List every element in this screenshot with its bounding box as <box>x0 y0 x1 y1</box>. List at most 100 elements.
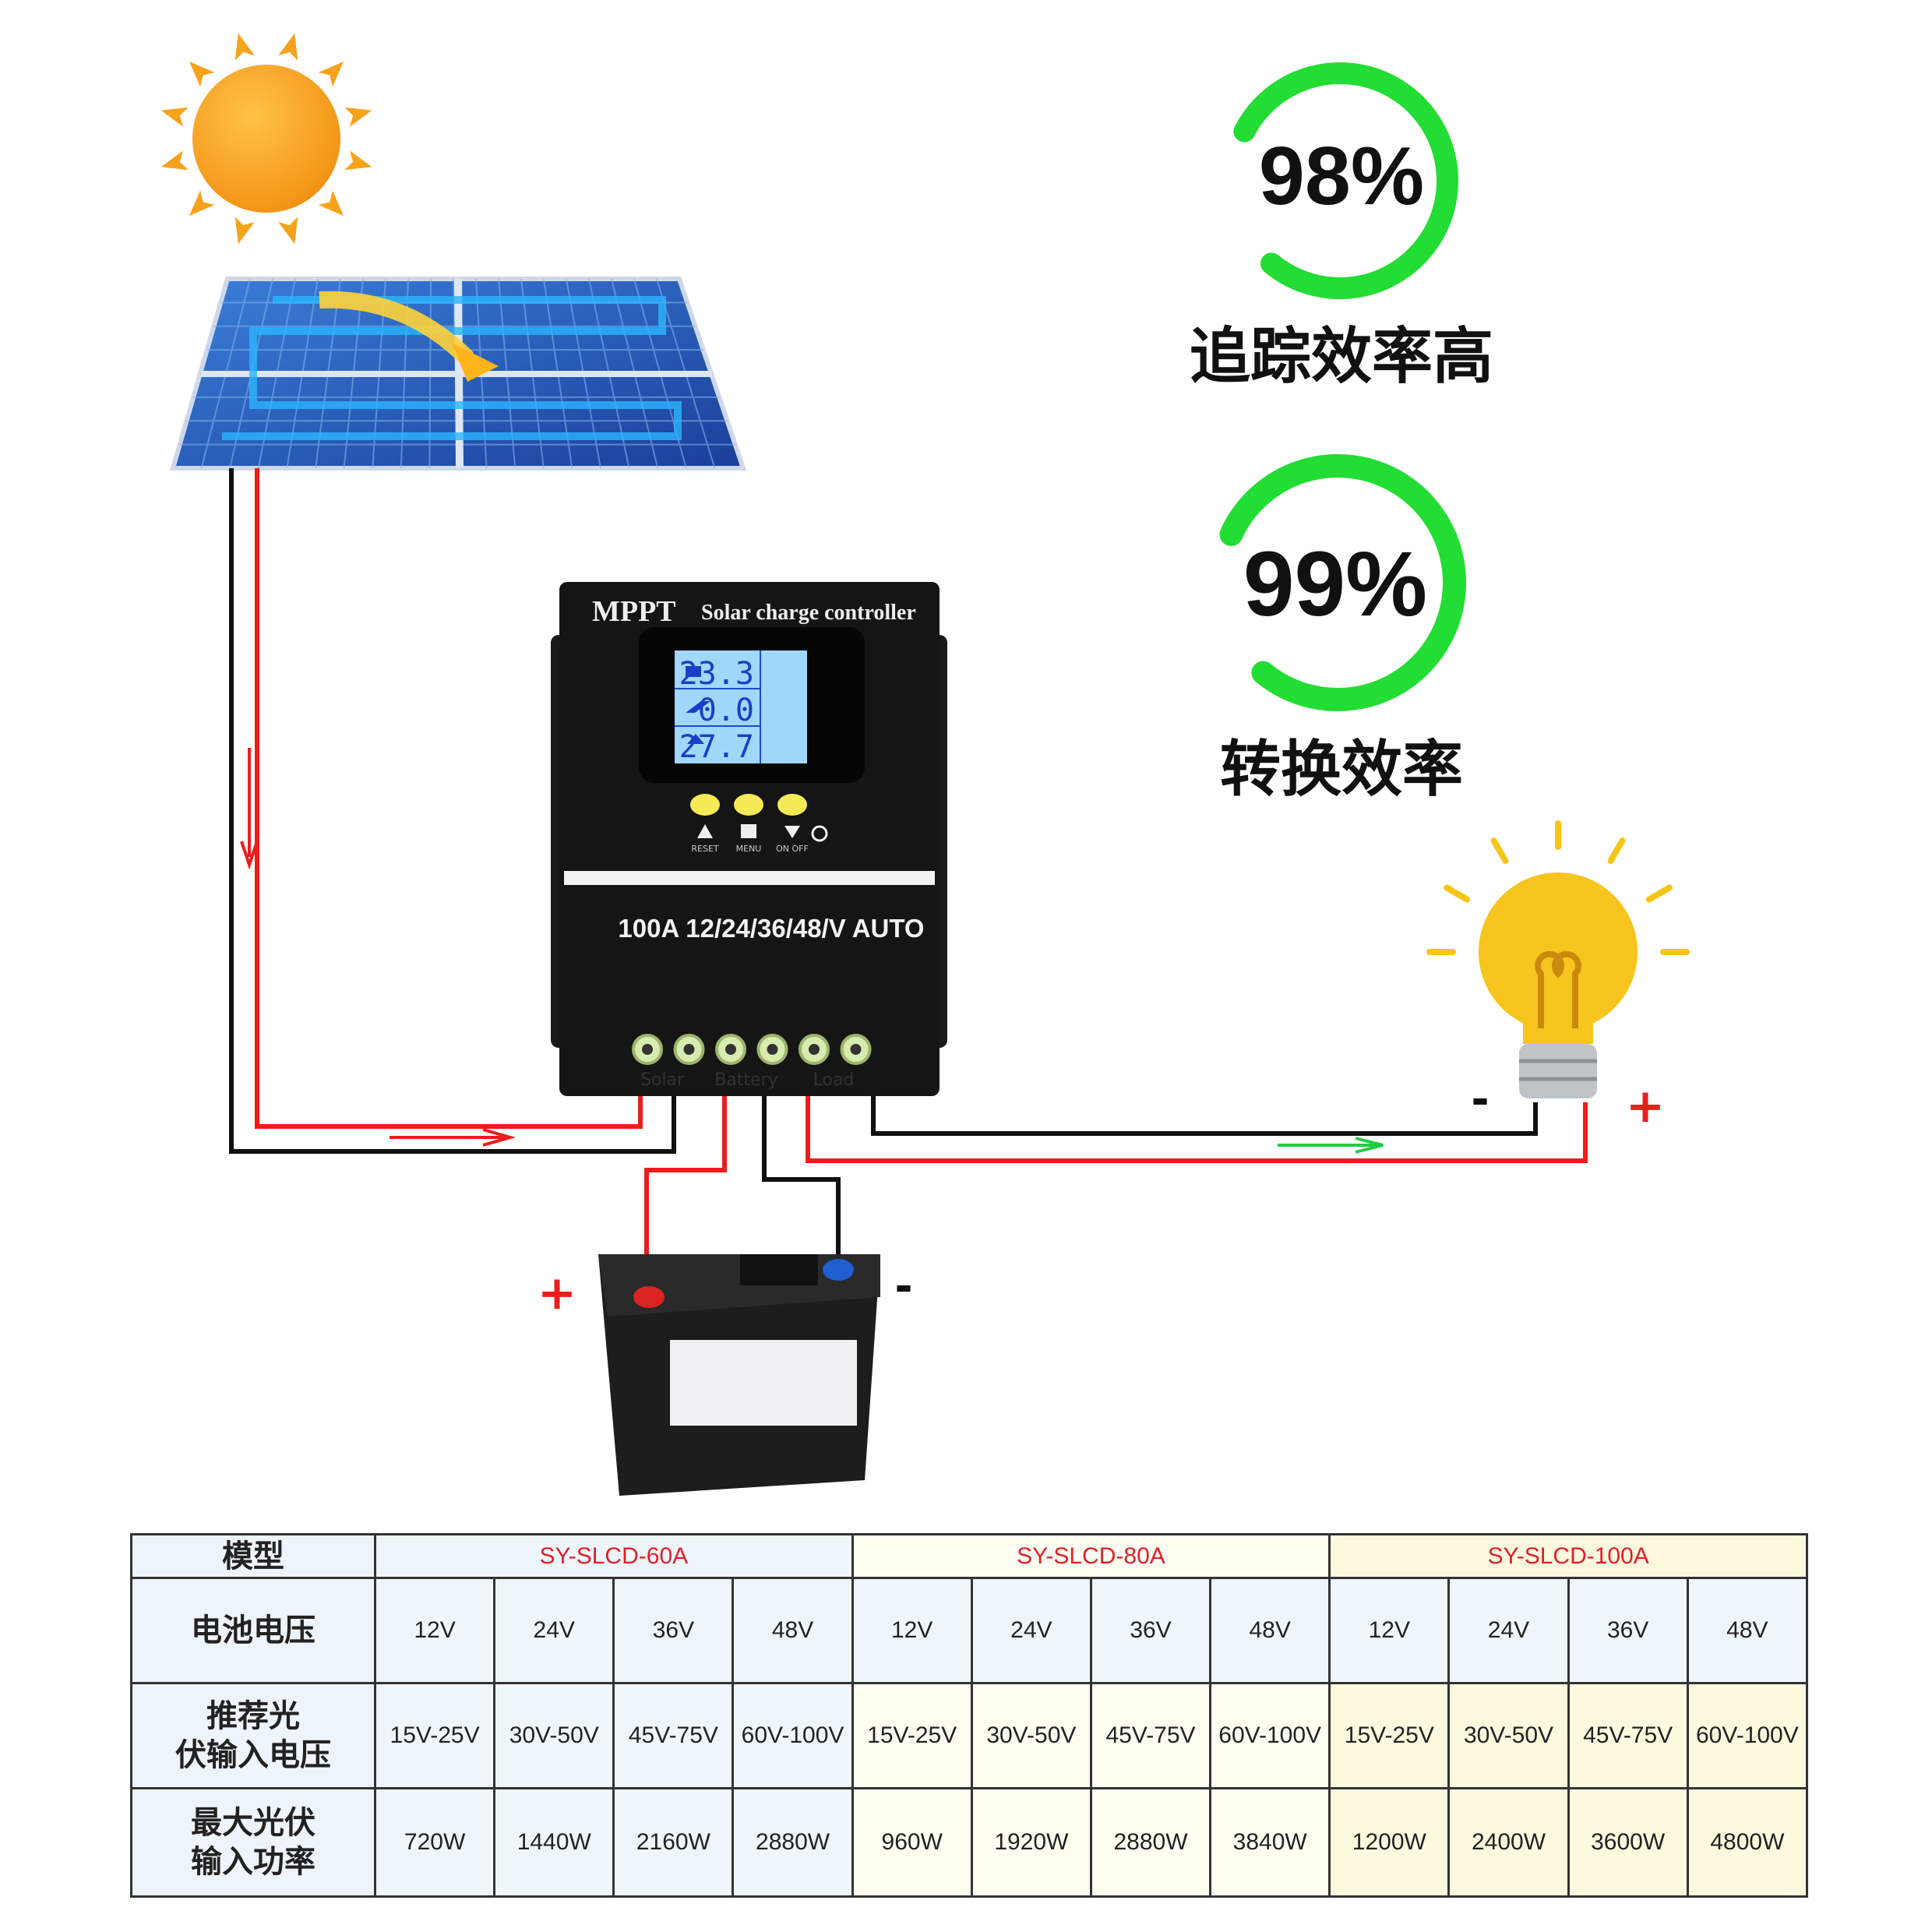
table-cell: 24V <box>1447 1577 1570 1684</box>
bulb-ray <box>1490 837 1509 865</box>
table-cell: 45V-75V <box>1089 1682 1212 1789</box>
temperature-icon <box>687 734 704 744</box>
model-cell: SY-SLCD-100A <box>1328 1533 1808 1579</box>
table-cell: 48V <box>732 1577 854 1684</box>
sun-ray <box>160 107 189 127</box>
table-cell: 12V <box>851 1577 973 1684</box>
table-cell: 15V-25V <box>851 1682 973 1789</box>
lcd-pv-current: 0.0 <box>698 693 754 728</box>
table-cell: 12V <box>373 1577 496 1684</box>
triangle-up-icon <box>697 824 713 838</box>
on-off-button[interactable]: ON OFF <box>776 794 828 854</box>
controller-title: Solar charge controller <box>701 601 916 625</box>
model-cell: SY-SLCD-60A <box>374 1533 854 1579</box>
terminal-label-load: Load <box>813 1070 855 1090</box>
load-plus-sign: + <box>1626 1079 1665 1133</box>
reset-button[interactable]: RESET <box>690 794 720 854</box>
efficiency-ring-tracking: 98% <box>1233 62 1458 299</box>
table-cell: 1200W <box>1328 1787 1451 1898</box>
table-cell: 45V-75V <box>612 1682 735 1789</box>
table-cell: 36V <box>1089 1577 1212 1684</box>
row-header: 模型 <box>130 1533 376 1579</box>
battery-icon: + - <box>538 1254 913 1496</box>
table-cell: 36V <box>1567 1577 1689 1684</box>
battery-icon <box>686 666 701 677</box>
row-header-line: 最大光伏 <box>191 1805 316 1841</box>
table-cell: 2160W <box>612 1787 735 1898</box>
conversion-efficiency-label: 转换效率 <box>1219 735 1463 805</box>
charge-controller: MPPT Solar charge controller 23.3 0.0 27… <box>551 582 947 1096</box>
table-cell: 12V <box>1328 1577 1451 1684</box>
table-cell: 2880W <box>732 1787 854 1898</box>
table-cell: 15V-25V <box>373 1682 496 1789</box>
table-cell: 960W <box>851 1787 973 1898</box>
controller-brand: MPPT <box>592 595 676 628</box>
terminal-label-solar: Solar <box>640 1070 685 1090</box>
table-cell: 1920W <box>970 1787 1092 1898</box>
table-cell: 48V <box>1209 1577 1331 1684</box>
sun-ray <box>278 217 298 245</box>
table-cell: 2880W <box>1089 1787 1212 1898</box>
table-cell: 60V-100V <box>1209 1682 1331 1789</box>
sun-ray <box>344 150 372 171</box>
sun-ray <box>318 190 344 216</box>
sun-ray <box>189 62 215 87</box>
model-cell: SY-SLCD-80A <box>851 1533 1331 1579</box>
table-cell: 2400W <box>1447 1787 1570 1898</box>
table-cell: 60V-100V <box>1686 1682 1809 1789</box>
on-off-label: ON OFF <box>776 844 809 854</box>
sun-ray <box>318 62 344 87</box>
table-cell: 24V <box>970 1577 1092 1684</box>
table-cell: 36V <box>612 1577 735 1684</box>
bulb-ray <box>1645 884 1673 903</box>
bulb-ray <box>1607 837 1626 865</box>
lcd-temperature: 27.7 <box>679 729 754 765</box>
solar-panel-icon <box>170 277 747 471</box>
sun-ray <box>189 190 215 216</box>
tracking-efficiency-label: 追踪效率高 <box>1189 322 1493 392</box>
table-cell: 15V-25V <box>1328 1682 1451 1789</box>
row-header-line: 推荐光 <box>206 1698 300 1734</box>
terminal-label-battery: Battery <box>714 1070 777 1090</box>
row-header-line: 伏输入电压 <box>175 1737 331 1773</box>
power-icon <box>811 825 828 842</box>
sun-ray <box>234 33 255 61</box>
sun-icon <box>160 33 372 245</box>
table-cell: 3600W <box>1567 1787 1689 1898</box>
table-cell: 30V-50V <box>493 1682 615 1789</box>
row-header: 最大光伏输入功率 <box>130 1787 376 1898</box>
triangle-down-icon <box>784 826 800 838</box>
efficiency-ring-conversion: 99% <box>1219 454 1466 711</box>
solar-icon <box>686 701 710 713</box>
menu-icon <box>741 824 756 838</box>
controller-rating: 100A 12/24/36/48/V AUTO <box>618 914 924 943</box>
conversion-efficiency-value: 99% <box>1243 533 1427 636</box>
battery-minus-sign: - <box>894 1261 912 1312</box>
light-bulb-icon: - + <box>1426 820 1690 1133</box>
spec-table: 模型 SY-SLCD-60A SY-SLCD-80A SY-SLCD-100A … <box>130 1533 1809 1898</box>
sun-ray <box>278 33 298 61</box>
row-header: 推荐光伏输入电压 <box>130 1682 376 1789</box>
battery-plus-sign: + <box>538 1266 576 1320</box>
sun-ray <box>344 107 372 127</box>
menu-button[interactable]: MENU <box>734 794 763 854</box>
sun-ray <box>234 217 255 245</box>
table-cell: 60V-100V <box>732 1682 854 1789</box>
bulb-ray <box>1444 884 1471 903</box>
row-header-line: 输入功率 <box>191 1844 316 1880</box>
table-cell: 30V-50V <box>1447 1682 1570 1789</box>
table-cell: 48V <box>1686 1577 1809 1684</box>
table-cell: 24V <box>493 1577 615 1684</box>
table-cell: 30V-50V <box>970 1682 1092 1789</box>
table-cell: 3840W <box>1209 1787 1331 1898</box>
table-row-model: 模型 SY-SLCD-60A SY-SLCD-80A SY-SLCD-100A <box>130 1533 1808 1579</box>
table-cell: 720W <box>373 1787 496 1898</box>
table-cell: 45V-75V <box>1567 1682 1689 1789</box>
table-cell: 4800W <box>1686 1787 1809 1898</box>
menu-label: MENU <box>736 844 762 854</box>
table-cell: 1440W <box>493 1787 615 1898</box>
